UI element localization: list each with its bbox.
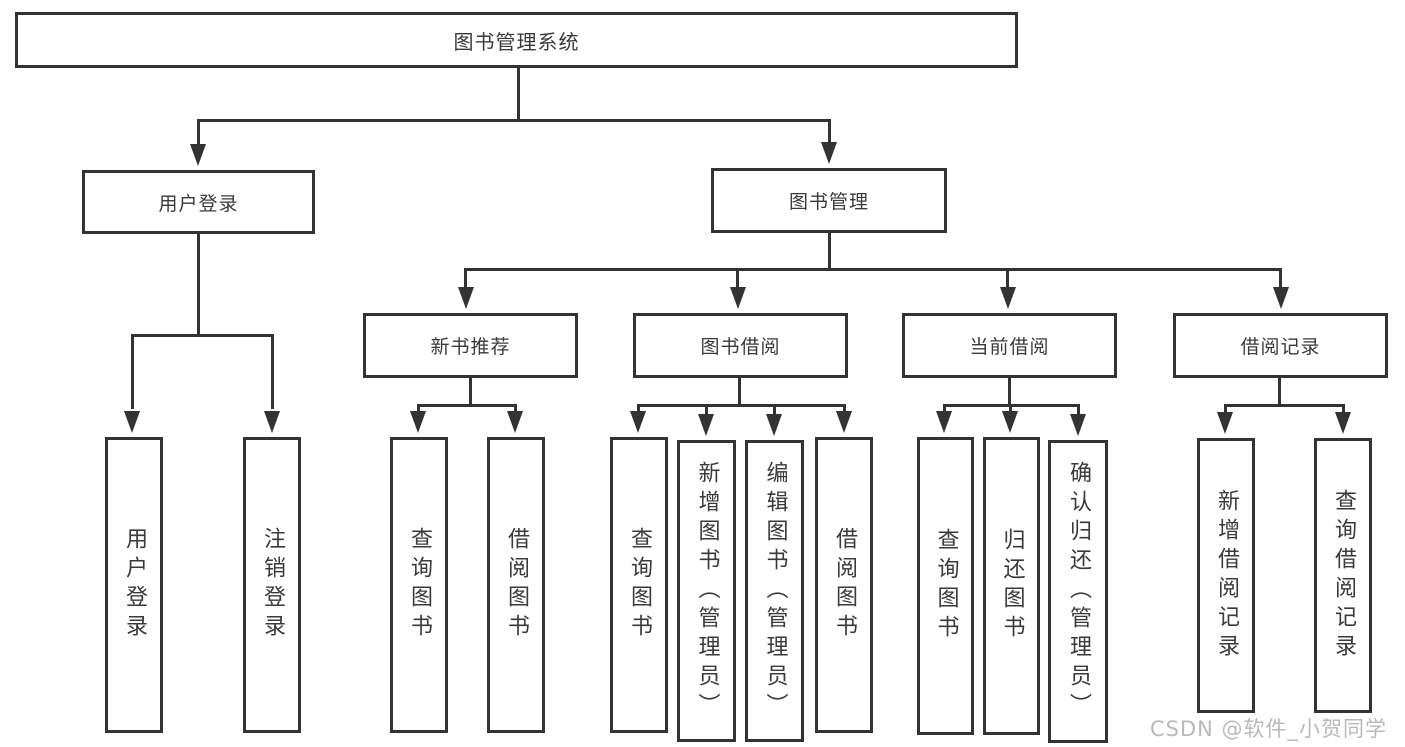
connector-current-drop-3 [1077, 404, 1080, 416]
arrowhead-down [458, 287, 474, 309]
leaf-edit-book-admin: 编辑图书（管理员） [745, 440, 804, 742]
arrowhead-down [190, 144, 206, 166]
connector-current-drop-1 [943, 404, 946, 416]
arrowhead-down [410, 411, 426, 433]
connector-current-drop-2 [1009, 404, 1012, 416]
arrowhead-down [1000, 287, 1016, 309]
connector-borrow-stem [738, 375, 741, 406]
arrowhead-down [264, 411, 280, 433]
arrowhead-down [507, 411, 523, 433]
connector-root-stem [517, 66, 520, 121]
leaf-confirm-return-admin: 确认归还（管理员） [1048, 440, 1108, 743]
node-user-login: 用户登录 [82, 170, 315, 234]
leaf-query-books-borrow: 查询图书 [610, 437, 668, 733]
watermark: CSDN @软件_小贺同学 [1150, 717, 1388, 741]
leaf-query-borrow-record: 查询借阅记录 [1314, 438, 1372, 713]
connector-borrow-drop-3 [773, 404, 776, 416]
leaf-borrow-books-recommend: 借阅图书 [487, 437, 545, 733]
leaf-query-books-current: 查询图书 [917, 437, 974, 735]
leaf-add-borrow-record: 新增借阅记录 [1197, 438, 1255, 713]
connector-mgmt-drop-4 [1279, 268, 1282, 294]
connector-records-drop-2 [1342, 404, 1345, 416]
node-new-book-recommend: 新书推荐 [363, 313, 578, 378]
connector-recommend-cross [417, 404, 517, 407]
leaf-user-login: 用户登录 [105, 437, 163, 733]
connector-records-stem [1278, 375, 1281, 406]
connector-root-cross [197, 119, 831, 122]
arrowhead-down [1070, 414, 1086, 436]
connector-borrow-drop-2 [705, 404, 708, 416]
connector-recommend-drop-1 [417, 404, 420, 416]
node-current-borrow: 当前借阅 [902, 313, 1117, 378]
connector-borrow-cross [637, 404, 846, 407]
connector-user-cross [131, 334, 274, 337]
arrowhead-down [698, 414, 714, 436]
connector-mgmt-drop-1 [464, 268, 467, 294]
connector-user-stem [197, 232, 200, 336]
connector-borrow-drop-1 [637, 404, 640, 416]
connector-root-drop-left [197, 119, 200, 151]
connector-user-drop-1 [131, 334, 134, 409]
node-library-system: 图书管理系统 [15, 12, 1018, 68]
leaf-logout: 注销登录 [243, 437, 301, 733]
node-book-borrow: 图书借阅 [633, 313, 848, 378]
arrowhead-down [1002, 411, 1018, 433]
node-book-management: 图书管理 [711, 168, 947, 233]
connector-recommend-stem [469, 375, 472, 406]
connector-borrow-drop-4 [843, 404, 846, 416]
connector-mgmt-cross [464, 268, 1282, 271]
connector-current-stem [1008, 375, 1011, 406]
connector-mgmt-drop-3 [1006, 268, 1009, 294]
connector-mgmt-drop-2 [736, 268, 739, 294]
connector-recommend-drop-2 [514, 404, 517, 416]
arrowhead-down [730, 287, 746, 309]
connector-records-drop-1 [1224, 404, 1227, 416]
connector-mgmt-stem [828, 231, 831, 271]
arrowhead-down [630, 411, 646, 433]
connector-root-drop-right [828, 119, 831, 151]
arrowhead-down [936, 411, 952, 433]
arrowhead-down [821, 142, 837, 164]
arrowhead-down [124, 411, 140, 433]
connector-user-drop-2 [271, 334, 274, 409]
leaf-query-books-recommend: 查询图书 [390, 437, 448, 733]
arrowhead-down [836, 411, 852, 433]
arrowhead-down [1273, 287, 1289, 309]
leaf-borrow-books: 借阅图书 [815, 437, 873, 733]
leaf-return-books: 归还图书 [983, 437, 1040, 735]
arrowhead-down [1335, 412, 1351, 434]
arrowhead-down [1217, 412, 1233, 434]
connector-records-cross [1224, 404, 1345, 407]
arrowhead-down [766, 414, 782, 436]
node-borrow-records: 借阅记录 [1173, 313, 1388, 378]
leaf-add-book-admin: 新增图书（管理员） [677, 440, 736, 742]
